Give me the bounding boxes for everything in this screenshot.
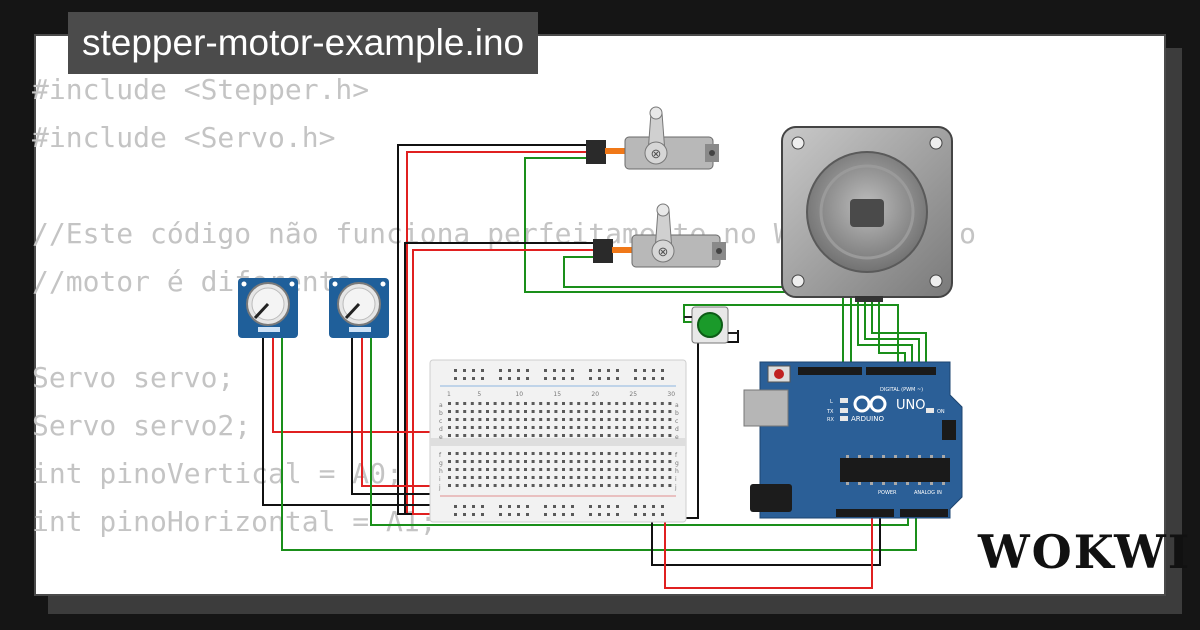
breadboard-label: e — [439, 434, 443, 441]
breadboard-label: a — [439, 402, 443, 409]
wire-stepper-4 — [878, 298, 906, 365]
svg-text:⊗: ⊗ — [658, 244, 669, 259]
breadboard-label: i — [439, 476, 441, 483]
breadboard-label: d — [675, 426, 679, 433]
breadboard-label: g — [675, 460, 679, 467]
code-line: Servo servo2; — [32, 409, 252, 442]
arduino-analog-label: ANALOG IN — [914, 490, 942, 496]
breadboard-label: 1 — [447, 391, 451, 398]
wire-stepper-2 — [864, 298, 920, 365]
wires — [262, 144, 927, 589]
breadboard-label: h — [439, 468, 443, 475]
code-line: #include <Stepper.h> — [32, 73, 370, 106]
wire-servo2-signal — [563, 256, 852, 365]
code-line: #include <Servo.h> — [32, 121, 336, 154]
breadboard-label: f — [439, 452, 442, 459]
breadboard-label: c — [675, 418, 678, 425]
breadboard-label: h — [675, 468, 679, 475]
stepper-motor — [781, 126, 953, 302]
arduino-led-rx-label: RX — [827, 417, 834, 423]
arduino-uno: UNO ARDUINO DIGITAL (PWM ~) POWER ANALOG… — [743, 361, 963, 519]
arduino-led-tx-label: TX — [826, 409, 834, 415]
servo-motor-2: ⊗ — [593, 203, 726, 268]
arduino-power-label: POWER — [878, 490, 897, 496]
arduino-logo-icon — [853, 395, 887, 413]
potentiometer-2 — [329, 278, 389, 338]
code-line: //motor é diferente — [32, 265, 353, 298]
breadboard-label: c — [439, 418, 442, 425]
arduino-digital-label: DIGITAL (PWM ~) — [880, 387, 923, 393]
breadboard-label: 25 — [629, 391, 637, 398]
breadboard-label: f — [675, 452, 678, 459]
breadboard-label: b — [439, 410, 443, 417]
breadboard-label: 5 — [477, 391, 481, 398]
breadboard-label: e — [675, 434, 679, 441]
breadboard-label: j — [438, 484, 441, 491]
breadboard-label: b — [675, 410, 679, 417]
svg-text:⊗: ⊗ — [651, 146, 662, 161]
code-line: int pinoHorizontal = A1; — [32, 505, 437, 538]
breadboard-label: i — [675, 476, 677, 483]
breadboard-label: 20 — [591, 391, 599, 398]
breadboard-label: 15 — [553, 391, 561, 398]
breadboard-label: d — [439, 426, 443, 433]
arduino-uno-label: UNO — [896, 398, 925, 413]
wire-pot1-gnd — [262, 336, 468, 506]
wire-pot2-signal — [370, 336, 909, 526]
sketch-title: stepper-motor-example.ino — [68, 12, 539, 74]
wire-5v-rail — [664, 512, 873, 589]
wire-pot1-signal — [281, 336, 917, 551]
arduino-maker-label: ARDUINO — [851, 415, 884, 423]
wire-gnd-rail — [651, 512, 881, 566]
breadboard-label: g — [439, 460, 443, 467]
servo-motor-1: ⊗ — [586, 106, 719, 170]
code-line: int pinoVertical = A0; — [32, 457, 403, 490]
wire-servo1-signal — [524, 157, 844, 365]
breadboard-label: a — [675, 402, 679, 409]
arduino-led-l-label: L — [830, 399, 833, 405]
breadboard-label: 30 — [667, 391, 675, 398]
breadboard-label: 10 — [515, 391, 523, 398]
pushbutton — [684, 306, 738, 344]
wire-stepper-1 — [857, 298, 913, 365]
wokwi-logo: WOKWI — [978, 525, 1192, 579]
wire-button-signal — [683, 304, 899, 365]
arduino-on-label: ON — [937, 409, 945, 415]
potentiometer-1 — [238, 278, 298, 338]
code-line: Servo servo; — [32, 361, 235, 394]
breadboard-label: j — [674, 484, 677, 491]
